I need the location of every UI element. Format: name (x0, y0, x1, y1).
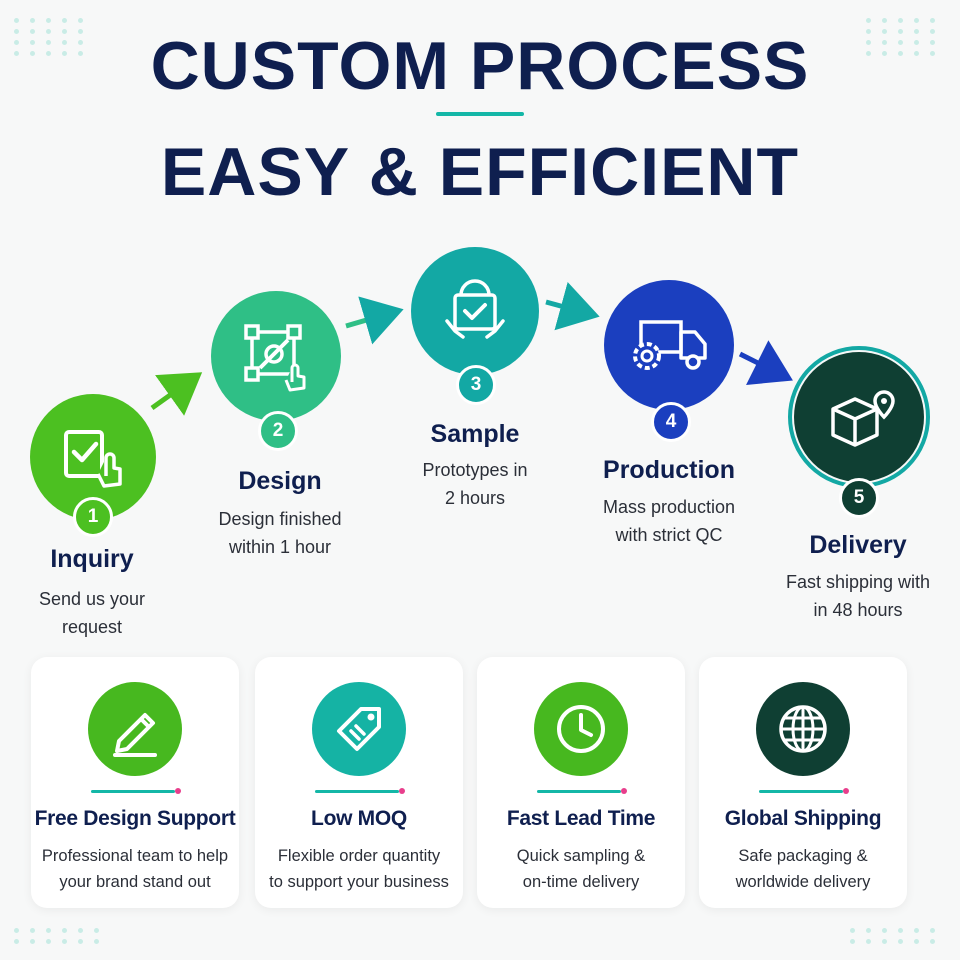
feature-title: Fast Lead Time (506, 807, 656, 830)
arrow-1-to-2 (150, 372, 203, 416)
feature-description: Quick sampling & on-time delivery (516, 847, 646, 891)
step-3-title: Sample (430, 420, 520, 448)
step-3-description: Prototypes in 2 hours (422, 460, 528, 508)
step-4-description: Mass production with strict QC (602, 497, 736, 545)
feature-description: Flexible order quantity to support your … (269, 847, 449, 891)
card-divider (537, 790, 621, 793)
feature-title: Free Design Support (34, 807, 236, 830)
card-divider-dot (621, 788, 627, 794)
feature-card-fast-lead-time: Fast Lead Time Quick sampling & on-time … (477, 657, 685, 908)
card-divider (315, 790, 399, 793)
step-2-title: Design (238, 467, 322, 495)
step-2-number-badge: 2 (258, 411, 298, 451)
design-edit-icon (244, 324, 306, 392)
feature-card-free-design-support: Free Design Support Professional team to… (31, 657, 239, 908)
feature-icon-circle (756, 682, 850, 776)
feature-description: Safe packaging & worldwide delivery (735, 847, 871, 891)
feature-icon-circle (534, 682, 628, 776)
step-5-description: Fast shipping with in 48 hours (785, 572, 931, 620)
card-divider (759, 790, 843, 793)
card-divider (91, 790, 175, 793)
feature-description: Professional team to help your brand sta… (41, 847, 229, 891)
arrow-4-to-5 (738, 340, 793, 385)
package-pin-icon (831, 390, 895, 447)
step-4-number-badge: 4 (651, 402, 691, 442)
feature-card-low-moq: Low MOQ Flexible order quantity to suppo… (255, 657, 463, 908)
step-3-circle (411, 247, 539, 375)
step-2-description: Design finished within 1 hour (218, 509, 342, 557)
feature-card-global-shipping: Global Shipping Safe packaging & worldwi… (699, 657, 907, 908)
step-5-title: Delivery (809, 531, 907, 559)
step-4-title: Production (603, 456, 735, 484)
arrow-2-to-3 (345, 296, 404, 345)
decorative-dots-top-right (866, 18, 940, 56)
tap-checklist-icon (64, 430, 122, 488)
clock-icon (557, 705, 605, 753)
globe-icon (779, 705, 827, 753)
step-2-circle (211, 291, 341, 421)
arrow-3-to-4 (545, 281, 600, 331)
step-5-number-badge: 5 (839, 478, 879, 518)
feature-title: Global Shipping (724, 807, 882, 830)
truck-gear-icon (633, 320, 707, 370)
card-divider-dot (843, 788, 849, 794)
step-1-title: Inquiry (50, 545, 134, 573)
pencil-icon (113, 713, 157, 757)
feature-icon-circle (88, 682, 182, 776)
card-divider-dot (399, 788, 405, 794)
title-divider (436, 112, 524, 116)
title-line-1: CUSTOM PROCESS (150, 28, 810, 104)
price-tag-icon (337, 707, 381, 751)
card-divider-dot (175, 788, 181, 794)
step-4-circle (604, 280, 734, 410)
title-line-2: EASY & EFFICIENT (160, 134, 800, 210)
decorative-dots-bottom-right (850, 928, 940, 944)
feature-icon-circle (312, 682, 406, 776)
feature-title: Low MOQ (311, 807, 407, 830)
shopping-bag-check-icon (445, 279, 505, 339)
step-1-number-badge: 1 (73, 497, 113, 537)
decorative-dots-top-left (14, 18, 88, 56)
step-5-circle (794, 352, 924, 482)
step-3-number-badge: 3 (456, 365, 496, 405)
decorative-dots-bottom-left (14, 928, 104, 944)
step-1-description: Send us your request (38, 589, 146, 637)
